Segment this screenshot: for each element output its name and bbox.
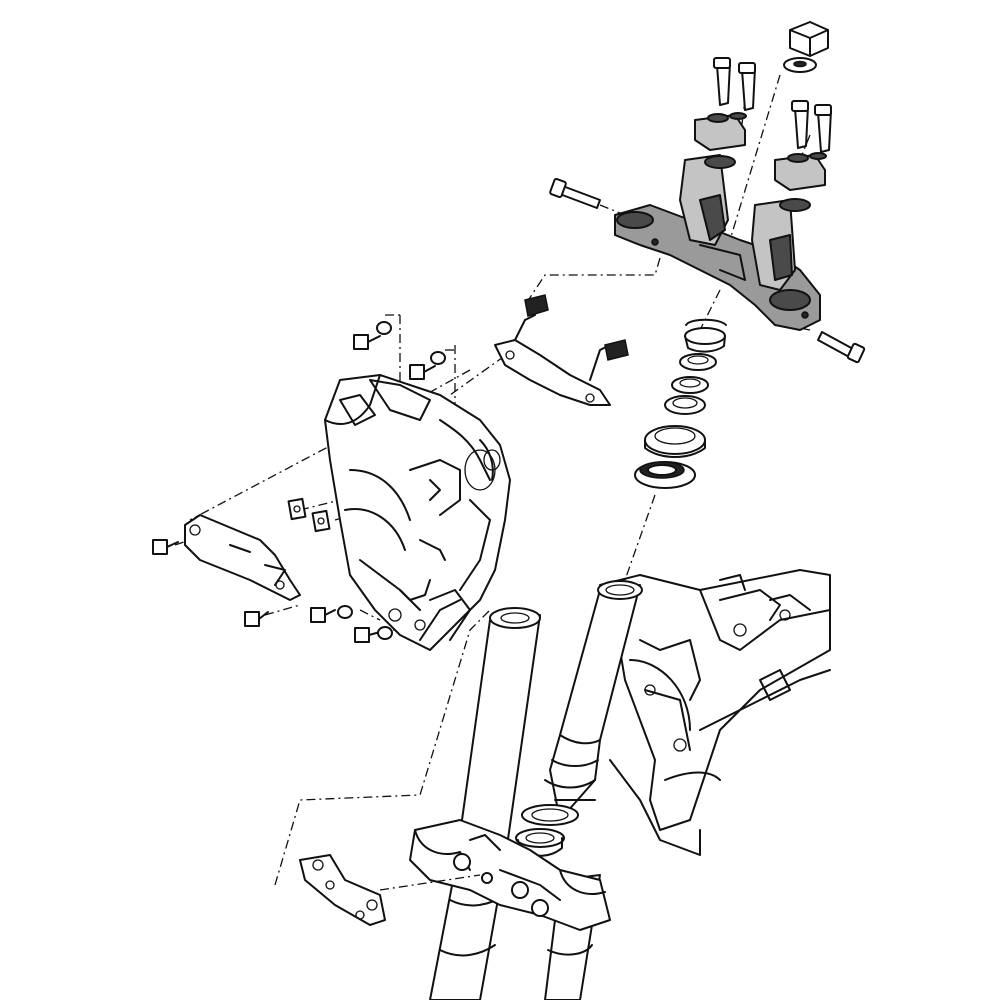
stem-nut-washer: [783, 57, 817, 73]
clip-nut: [287, 497, 331, 533]
stem-nut: [789, 21, 829, 57]
washer: [337, 321, 446, 640]
upper-triple-clamp: [614, 154, 821, 331]
pinch-bolt-left: [549, 177, 601, 209]
bearing-race: [664, 376, 709, 415]
hose-guide-plate: [494, 314, 611, 406]
mounting-bolt: [152, 334, 436, 643]
side-bracket-plate: [184, 514, 301, 601]
handlebar-clamp-bolt: [713, 57, 832, 153]
fork-tube-left: [429, 607, 541, 1000]
frame-head-tube: [599, 569, 831, 856]
bearing-adjust-nut: [684, 327, 726, 353]
lower-mount-bracket: [299, 854, 386, 926]
handlebar-clamp-left: [694, 112, 747, 151]
rubber-grommet: [524, 294, 629, 361]
lock-washer: [679, 353, 717, 371]
bearing-seal: [634, 461, 696, 489]
lower-triple-clamp: [409, 819, 611, 931]
pinch-bolt-right: [817, 331, 866, 364]
bearing-adjust-ring: [685, 318, 727, 326]
steering-head-bearing: [644, 425, 706, 458]
headlight-bracket-housing: [324, 374, 511, 651]
handlebar-clamp-right: [774, 152, 827, 191]
steering-stem: [544, 580, 643, 821]
